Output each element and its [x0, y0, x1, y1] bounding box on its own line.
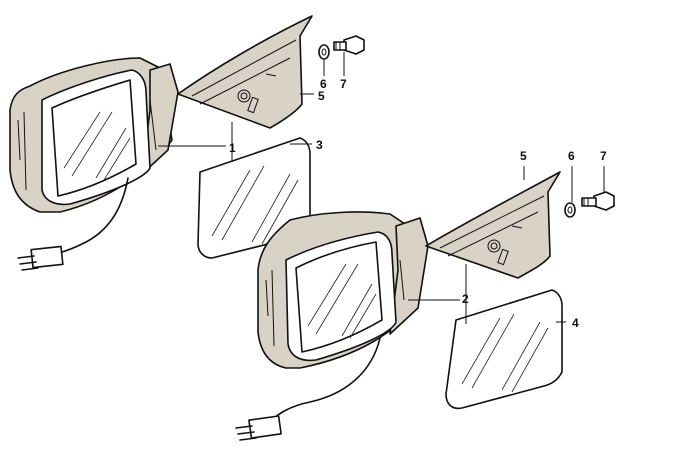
callout-5-lower: 5: [520, 149, 527, 163]
upper-mirror-housing: [9, 57, 179, 213]
callout-3: 3: [316, 138, 323, 152]
callout-7-lower: 7: [600, 149, 607, 163]
callout-4: 4: [572, 316, 579, 330]
upper-washer: [318, 44, 330, 60]
lower-bolt: [581, 191, 615, 211]
upper-bolt: [333, 35, 365, 55]
callout-1: 1: [229, 141, 236, 155]
callout-6-upper: 6: [320, 77, 327, 91]
callout-7-upper: 7: [340, 77, 347, 91]
lower-washer: [564, 202, 576, 218]
callout-2: 2: [462, 292, 469, 306]
upper-mounting-bracket: [177, 15, 313, 129]
lower-mirror-glass: [445, 289, 563, 410]
upper-leader-lines: [158, 52, 345, 162]
lower-mounting-bracket: [425, 171, 561, 279]
lower-mirror-housing: [257, 211, 429, 369]
callout-6-lower: 6: [568, 149, 575, 163]
upper-connector-cable: [17, 177, 129, 271]
lower-connector-cable: [235, 337, 381, 441]
callout-5-upper: 5: [318, 89, 325, 103]
lower-leader-lines: [408, 166, 605, 324]
